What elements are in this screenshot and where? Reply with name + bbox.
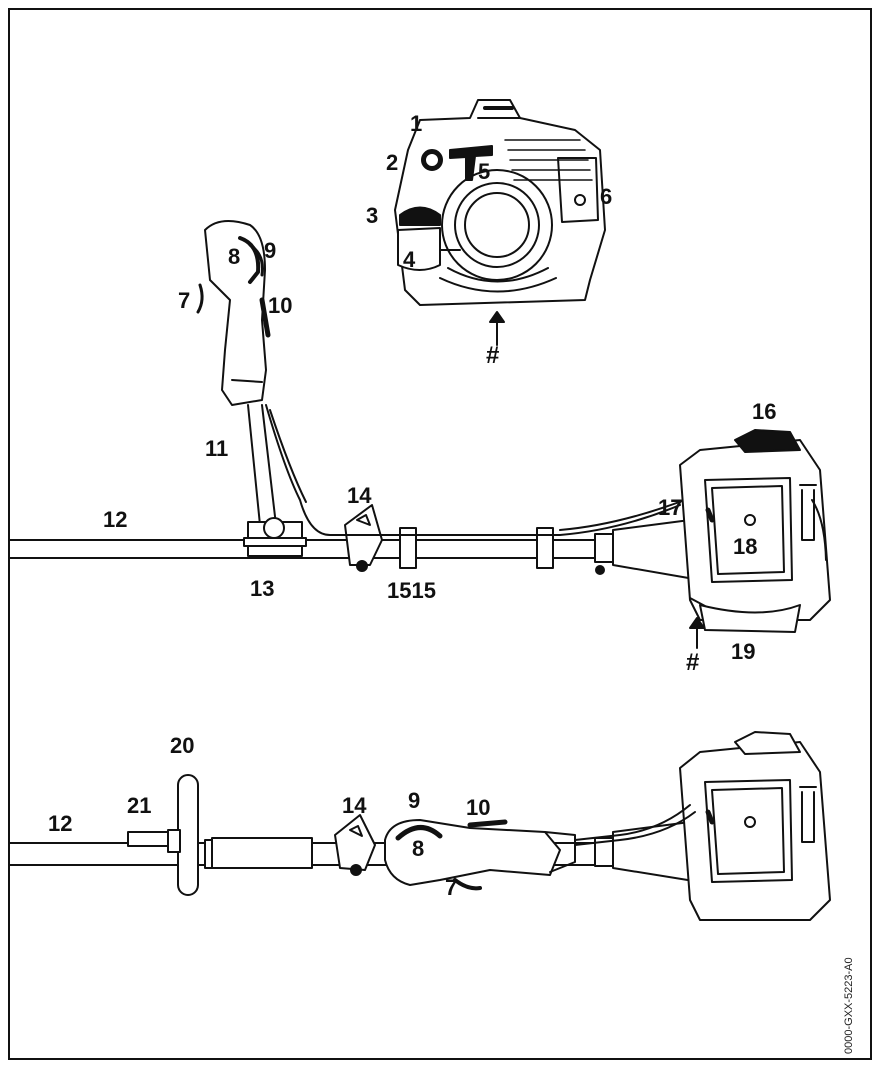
label-8: 8 <box>228 244 241 269</box>
label-21: 21 <box>127 793 152 818</box>
engine-closeup <box>394 99 606 346</box>
label-12: 12 <box>103 507 128 532</box>
label-11: 11 <box>205 436 229 461</box>
label-7-bottom: 7 <box>445 875 458 900</box>
label-15: 1515 <box>387 578 436 603</box>
label-1: 1 <box>410 111 423 136</box>
label-5: 5 <box>478 159 491 184</box>
diagram-frame <box>8 8 872 1060</box>
label-20: 20 <box>170 733 195 758</box>
label-3: 3 <box>366 203 379 228</box>
label-4: 4 <box>403 247 416 272</box>
label-14-bottom: 14 <box>342 793 367 818</box>
label-7: 7 <box>178 288 191 313</box>
label-hash-side: # <box>686 649 700 676</box>
label-18: 18 <box>733 534 758 559</box>
label-16: 16 <box>752 399 777 424</box>
label-6: 6 <box>600 184 613 209</box>
label-19: 19 <box>731 639 756 664</box>
document-id: 0000-GXX-5223-A0 <box>843 957 855 1054</box>
label-13: 13 <box>250 576 275 601</box>
label-8-bottom: 8 <box>412 836 425 861</box>
trimmer-alt-handle-view <box>9 731 831 921</box>
label-12-bottom: 12 <box>48 811 73 836</box>
label-9: 9 <box>264 238 277 263</box>
label-14: 14 <box>347 483 372 508</box>
label-9-bottom: 9 <box>408 788 421 813</box>
label-2: 2 <box>386 150 399 175</box>
label-17: 17 <box>658 495 683 520</box>
label-10-bottom: 10 <box>466 795 491 820</box>
label-hash-engine: # <box>486 342 500 369</box>
trimmer-side-view <box>9 220 831 649</box>
label-10: 10 <box>268 293 293 318</box>
